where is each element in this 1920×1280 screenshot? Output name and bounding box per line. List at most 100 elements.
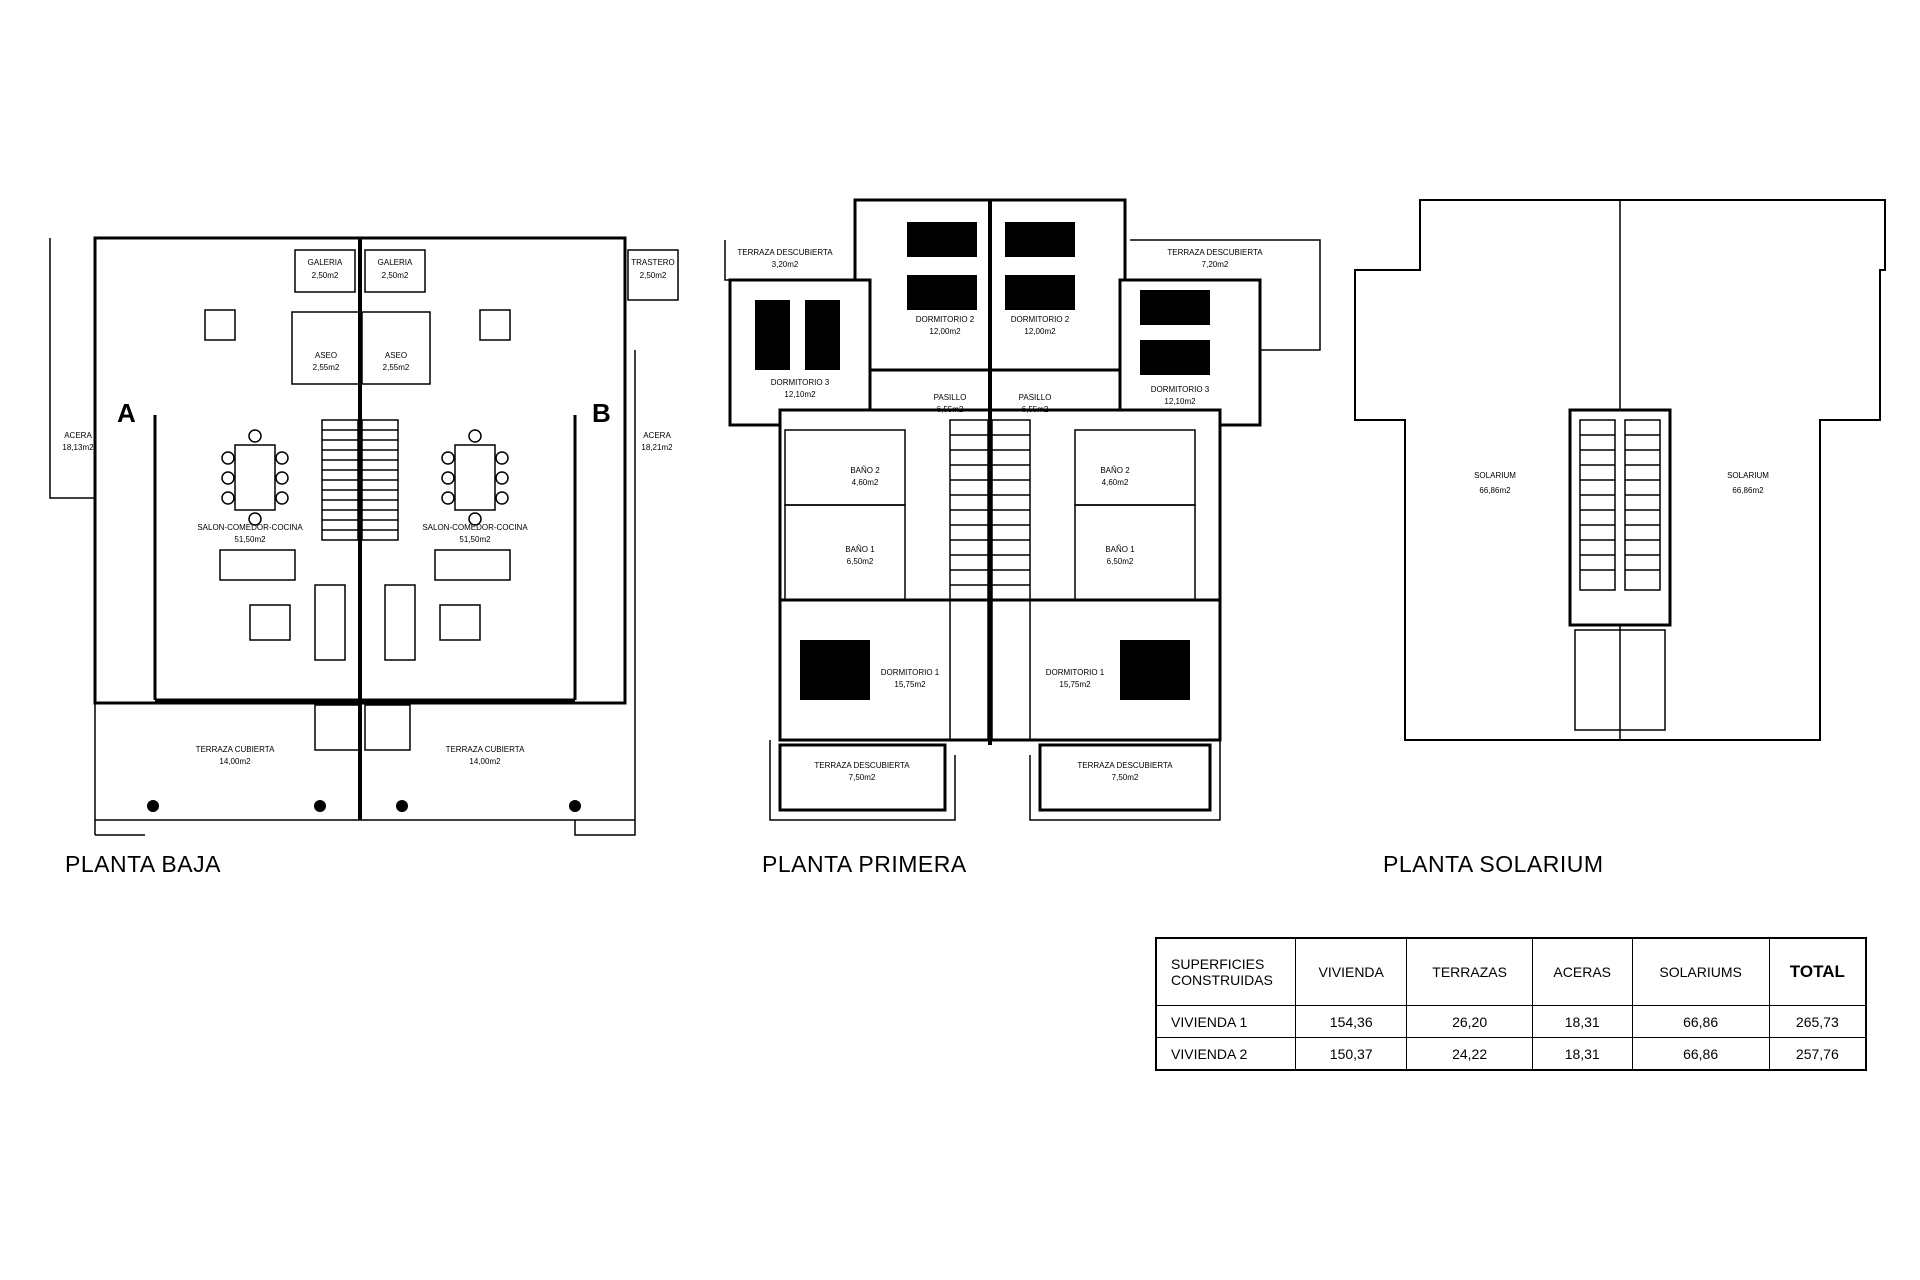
terraza-desc-tr-area: 7,20m2 [1202, 260, 1229, 269]
porch-pillar-left [314, 704, 361, 751]
trastero-name: TRASTERO [631, 258, 675, 267]
pasillo-right-name: PASILLO [1019, 393, 1052, 402]
bed-icon [805, 300, 840, 370]
terraza-desc-tr-name: TERRAZA DESCUBIERTA [1167, 248, 1263, 257]
table-cell: 18,31 [1531, 1005, 1633, 1038]
terraza-desc-br-area: 7,50m2 [1112, 773, 1139, 782]
table-header-cell: ACERAS [1531, 937, 1633, 1006]
galeria-right-room [364, 249, 426, 293]
bano1-right-name: BAÑO 1 [1105, 545, 1135, 554]
sink-right-icon [479, 309, 511, 341]
aseo-left-name: ASEO [315, 351, 337, 360]
table-cell: 265,73 [1768, 1005, 1867, 1038]
terrace-br-outline [1029, 740, 1221, 821]
bed-icon [755, 300, 790, 370]
acera-right-outline [574, 350, 636, 836]
dorm1-right-area: 15,75m2 [1059, 680, 1091, 689]
table-cell: 150,37 [1294, 1037, 1408, 1071]
bano2-right-name: BAÑO 2 [1100, 466, 1130, 475]
kitchen-counter-left-icon [219, 549, 296, 581]
table-cell: 26,20 [1406, 1005, 1533, 1038]
terraza-desc-bl-name: TERRAZA DESCUBIERTA [814, 761, 910, 770]
table-header-cell: SUPERFICIES CONSTRUIDAS [1155, 937, 1296, 1006]
bano1-left-room [784, 504, 906, 601]
porch-pillar-right [364, 704, 411, 751]
kitchen-counter-right-icon [434, 549, 511, 581]
dorm1-left-name: DORMITORIO 1 [881, 668, 940, 677]
terrace-bl [778, 743, 947, 812]
galeria-right-name: GALERIA [378, 258, 413, 267]
bed-icon [907, 222, 977, 257]
stair-core [1568, 408, 1672, 627]
pasillo-right-area: 6,55m2 [1022, 405, 1049, 414]
acera-right-area: 18,21m2 [641, 443, 673, 452]
double-bed-icon [800, 640, 870, 700]
solarium-outline [1354, 199, 1886, 741]
galeria-right-area: 2,50m2 [382, 271, 409, 280]
column-icon [147, 800, 159, 812]
salon-left-name: SALON-COMEDOR-COCINA [197, 523, 303, 532]
salon-left-area: 51,50m2 [234, 535, 266, 544]
acera-right-name: ACERA [643, 431, 671, 440]
dorm2-left-area: 12,00m2 [929, 327, 961, 336]
terrace-br [1038, 743, 1212, 812]
aseo-right-area: 2,55m2 [383, 363, 410, 372]
bed-icon [1005, 222, 1075, 257]
salon-right-name: SALON-COMEDOR-COCINA [422, 523, 528, 532]
table-cell: 66,86 [1631, 1037, 1770, 1071]
terrace-bl-outline [769, 740, 956, 821]
dorm3-left-name: DORMITORIO 3 [771, 378, 830, 387]
bano1-right-room [1074, 504, 1196, 601]
coffee-table-right-icon [439, 604, 481, 641]
table-cell: VIVIENDA 2 [1155, 1037, 1296, 1071]
sink-left-icon [204, 309, 236, 341]
marker-a: A [117, 398, 136, 428]
planta-solarium-plan: SOLARIUM 66,86m2 SOLARIUM 66,86m2 [1354, 199, 1886, 741]
bano1-left-area: 6,50m2 [847, 557, 874, 566]
acera-left-name: ACERA [64, 431, 92, 440]
table-cell: 257,76 [1768, 1037, 1867, 1071]
table-header-cell: TOTAL [1768, 937, 1867, 1006]
double-bed-icon [1120, 640, 1190, 700]
table-cell: 154,36 [1294, 1005, 1408, 1038]
column-icon [314, 800, 326, 812]
title-planta-primera: PLANTA PRIMERA [762, 851, 967, 877]
dorm3-left-room [728, 278, 872, 427]
bano1-left-name: BAÑO 1 [845, 545, 875, 554]
table-cell: VIVIENDA 1 [1155, 1005, 1296, 1038]
table-cell: 18,31 [1531, 1037, 1633, 1071]
bano1-right-area: 6,50m2 [1107, 557, 1134, 566]
solarium-passage [1574, 629, 1666, 731]
bano2-left-area: 4,60m2 [852, 478, 879, 487]
solarium-right-name: SOLARIUM [1727, 471, 1769, 480]
table-row: VIVIENDA 2 150,37 24,22 18,31 66,86 257,… [1155, 1037, 1867, 1071]
solarium-right-area: 66,86m2 [1732, 486, 1764, 495]
pasillo-left-area: 6,55m2 [937, 405, 964, 414]
salon-right-area: 51,50m2 [459, 535, 491, 544]
terraza-desc-tl-name: TERRAZA DESCUBIERTA [737, 248, 833, 257]
aseo-left-area: 2,55m2 [313, 363, 340, 372]
pasillo-left-name: PASILLO [934, 393, 967, 402]
table-header-cell: SOLARIUMS [1631, 937, 1770, 1006]
sofa-right-icon [384, 584, 416, 661]
galeria-left-area: 2,50m2 [312, 271, 339, 280]
first-floor-stairs [949, 419, 1031, 741]
table-cell: 24,22 [1406, 1037, 1533, 1071]
table-row: VIVIENDA 1 154,36 26,20 18,31 66,86 265,… [1155, 1005, 1867, 1038]
solarium-left-name: SOLARIUM [1474, 471, 1516, 480]
acera-left-area: 18,13m2 [62, 443, 94, 452]
dining-table-left-icon [221, 429, 289, 526]
dorm3-right-area: 12,10m2 [1164, 397, 1196, 406]
bed-icon [1140, 290, 1210, 325]
bed-icon [1005, 275, 1075, 310]
dorm1-left-area: 15,75m2 [894, 680, 926, 689]
coffee-table-left-icon [249, 604, 291, 641]
surface-areas-table: SUPERFICIES CONSTRUIDAS VIVIENDA TERRAZA… [1155, 937, 1867, 1071]
terrace-tr-outline [1130, 239, 1321, 351]
bed-icon [907, 275, 977, 310]
galeria-left-room [294, 249, 356, 293]
trastero-area: 2,50m2 [640, 271, 667, 280]
trastero-room [627, 249, 679, 301]
table-header-row: SUPERFICIES CONSTRUIDAS VIVIENDA TERRAZA… [1155, 937, 1867, 1006]
